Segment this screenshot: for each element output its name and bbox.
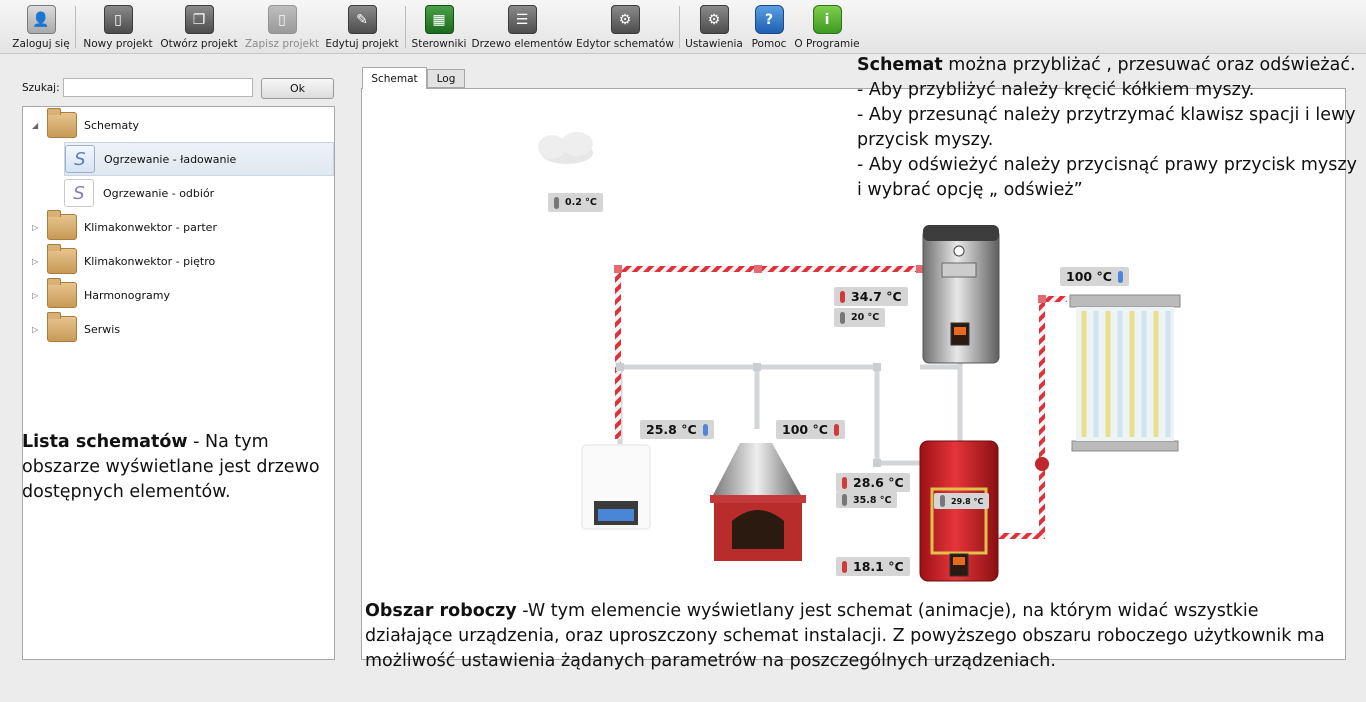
tree-folder-klimakonwektor-parter[interactable]: Klimakonwektor - parter	[47, 210, 327, 244]
hot-water-boiler	[922, 225, 1000, 364]
tree-item-ogrzewanie-odbior[interactable]: S Ogrzewanie - odbiór	[64, 176, 334, 210]
installation-diagram	[538, 132, 1181, 582]
tab-schemat[interactable]: Schemat	[362, 67, 427, 89]
temp-tank-top[interactable]: 28.6 °C	[836, 473, 910, 492]
collapse-arrow-icon[interactable]: ▷	[32, 257, 39, 266]
temp-tank-inner[interactable]: 29.8 °C	[934, 493, 990, 509]
tree-folder-schematy[interactable]: Schematy	[47, 108, 327, 142]
search-label: Szukaj:	[22, 82, 60, 94]
controllers-icon: ▦	[424, 5, 454, 34]
fireplace	[710, 443, 806, 561]
tab-log[interactable]: Log	[427, 69, 465, 88]
temp-gas-boiler[interactable]: 25.8 °C	[640, 420, 714, 439]
settings-icon: ⚙	[699, 5, 729, 34]
folder-icon	[47, 244, 77, 274]
save-project-button[interactable]: ▯ Zapisz projekt	[245, 0, 319, 54]
annotation-schema-list: Lista schematów - Na tym obszarze wyświe…	[22, 432, 320, 502]
help-button[interactable]: ? Pomoc	[750, 0, 788, 54]
new-project-button[interactable]: ▯ Nowy projekt	[83, 0, 153, 54]
thermometer-icon	[554, 196, 559, 209]
temp-collector[interactable]: 100 °C	[1060, 267, 1129, 286]
user-icon: 👤	[26, 5, 56, 34]
tree-item-ogrzewanie-ladowanie[interactable]: S Ogrzewanie - ładowanie	[64, 142, 334, 176]
folder-icon	[47, 312, 77, 342]
schema-canvas[interactable]: 0.2 °C 34.7 °C 20 °C 100 °C 25.8 °C 100 …	[361, 88, 1346, 660]
thermometer-icon	[702, 423, 708, 436]
collapse-arrow-icon[interactable]: ▷	[32, 223, 39, 232]
ok-button[interactable]: Ok	[261, 78, 334, 99]
toolbar-separator	[75, 6, 76, 48]
schema-editor-icon: ⚙	[610, 5, 640, 34]
temp-tank-top2[interactable]: 35.8 °C	[836, 492, 898, 508]
thermometer-icon	[1117, 270, 1123, 283]
search-input[interactable]	[63, 78, 253, 97]
edit-project-button[interactable]: ✎ Edytuj projekt	[325, 0, 399, 54]
new-project-icon: ▯	[103, 5, 133, 34]
thermometer-icon	[842, 476, 847, 489]
gas-boiler	[581, 444, 651, 530]
tree-folder-klimakonwektor-pietro[interactable]: Klimakonwektor - piętro	[47, 244, 327, 278]
schema-editor-button[interactable]: ⚙ Edytor schematów	[576, 0, 674, 54]
collapse-arrow-icon[interactable]: ▷	[32, 291, 39, 300]
temp-fireplace[interactable]: 100 °C	[776, 420, 845, 439]
about-button[interactable]: i O Programie	[794, 0, 860, 54]
toolbar: 👤 Zaloguj się ▯ Nowy projekt ❐ Otwórz pr…	[0, 0, 1366, 54]
expand-arrow-icon[interactable]: ◢	[32, 121, 39, 130]
folder-icon	[47, 210, 77, 240]
collapse-arrow-icon[interactable]: ▷	[32, 325, 39, 334]
schema-icon: S	[65, 145, 95, 173]
element-tree-button[interactable]: ☰ Drzewo elementów	[471, 0, 573, 54]
schema-icon: S	[64, 179, 94, 207]
folder-icon	[47, 108, 77, 138]
toolbar-separator	[679, 6, 680, 48]
annotation-work-area: Obszar roboczy -W tym elemencie wyświetl…	[365, 601, 1325, 671]
temp-outdoor[interactable]: 0.2 °C	[548, 193, 603, 212]
thermometer-icon	[840, 311, 845, 324]
controllers-button[interactable]: ▦ Sterowniki	[412, 0, 466, 54]
save-project-icon: ▯	[267, 5, 297, 34]
element-tree-icon: ☰	[507, 5, 537, 34]
folder-icon	[47, 278, 77, 308]
temp-boiler-top[interactable]: 34.7 °C	[834, 287, 908, 306]
toolbar-separator	[405, 6, 406, 48]
thermometer-icon	[842, 494, 847, 506]
login-button[interactable]: 👤 Zaloguj się	[12, 0, 70, 54]
schema-tree: ◢ Schematy S Ogrzewanie - ładowanie S Og…	[22, 106, 335, 660]
open-project-icon: ❐	[184, 5, 214, 34]
temp-tank-bottom[interactable]: 18.1 °C	[836, 557, 910, 576]
solar-collector	[1069, 294, 1181, 452]
temp-boiler-low[interactable]: 20 °C	[834, 308, 886, 327]
annotation-schema-help: Schemat można przybliżać , przesuwać ora…	[857, 55, 1357, 200]
tree-folder-serwis[interactable]: Serwis	[47, 312, 327, 346]
thermometer-icon	[840, 290, 845, 303]
edit-project-icon: ✎	[347, 5, 377, 34]
tree-folder-harmonogramy[interactable]: Harmonogramy	[47, 278, 327, 312]
cold-pipes	[617, 351, 963, 466]
thermometer-icon	[833, 423, 839, 436]
settings-button[interactable]: ⚙ Ustawienia	[685, 0, 743, 54]
help-icon: ?	[754, 5, 784, 34]
cloud-icon	[538, 132, 593, 164]
valve-icon	[1035, 457, 1049, 471]
thermometer-icon	[842, 560, 847, 573]
thermometer-icon	[940, 495, 945, 507]
buffer-tank	[919, 440, 999, 582]
cold-joints	[616, 363, 881, 467]
open-project-button[interactable]: ❐ Otwórz projekt	[160, 0, 238, 54]
about-icon: i	[812, 5, 842, 34]
